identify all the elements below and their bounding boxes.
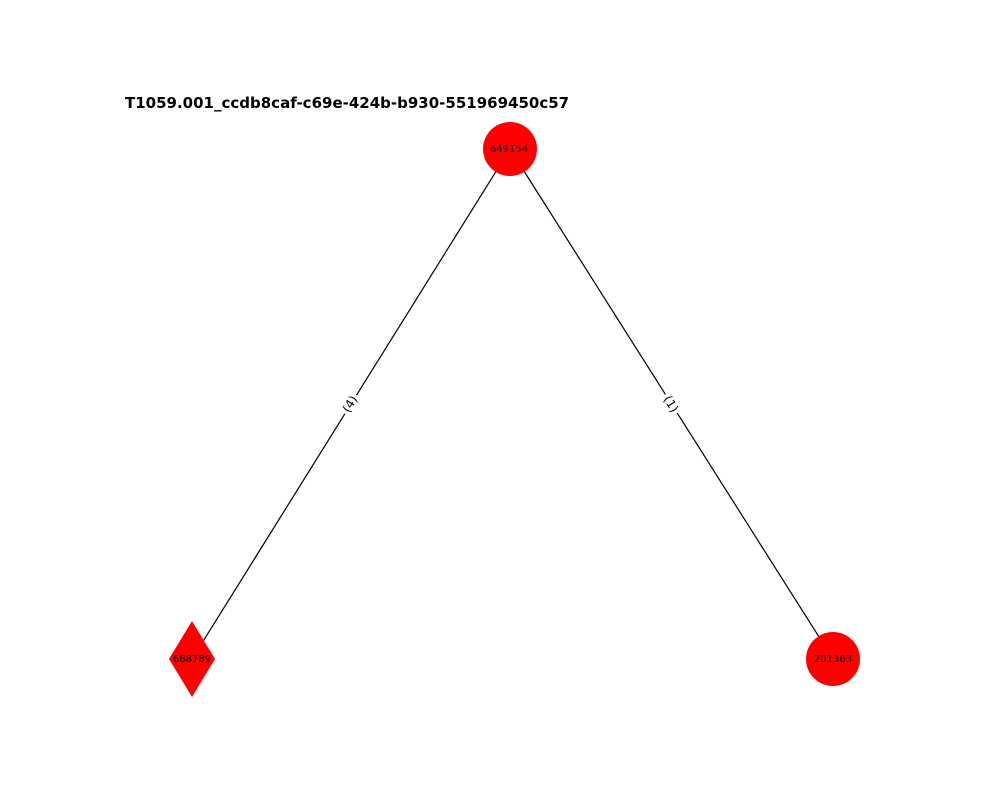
node-649154[interactable]: 649154	[483, 122, 537, 176]
edge-label-background	[336, 389, 364, 419]
node-circle-shape	[483, 122, 537, 176]
edge-layer: (4) (1)	[191, 148, 834, 660]
edge-label-group-4: (4)	[336, 389, 364, 419]
node-label-201363: 201363	[814, 654, 852, 665]
edge-label-background	[657, 389, 685, 419]
node-diamond-shape	[169, 621, 215, 697]
node-circle-shape	[806, 632, 860, 686]
node-label-649154: 649154	[490, 144, 528, 155]
edge-label-group-1: (1)	[657, 389, 685, 419]
graph-title: T1059.001_ccdb8caf-c69e-424b-b930-551969…	[125, 94, 569, 112]
node-layer: 649154 688789 201363	[169, 122, 860, 697]
node-688789[interactable]: 688789	[169, 621, 215, 697]
node-201363[interactable]: 201363	[806, 632, 860, 686]
node-label-688789: 688789	[173, 654, 211, 665]
